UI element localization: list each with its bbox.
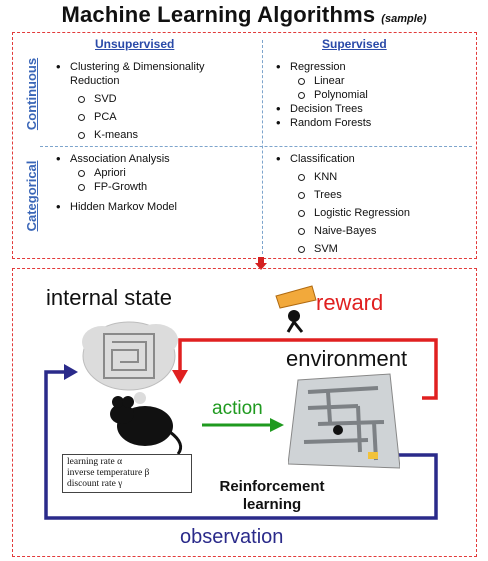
thought-bubble-icon [82, 321, 178, 414]
page-title: Machine Learning Algorithms (sample) [0, 2, 488, 28]
cell-categorical-supervised: Classification KNN Trees Logistic Regres… [268, 152, 473, 256]
param-discount-rate: discount rate γ [67, 479, 123, 489]
rat-icon [110, 396, 183, 455]
list-item: Apriori [48, 166, 248, 180]
ml-algorithms-table [12, 32, 477, 259]
rl-caption: Reinforcement learning [202, 478, 342, 514]
environment-label: environment [286, 346, 408, 371]
list-item: Linear [268, 74, 468, 88]
parameter-box: learning rate α inverse temperature β di… [62, 454, 192, 493]
action-label: action [212, 398, 263, 419]
list-item: Decision Trees [268, 102, 468, 116]
list-item: Polynomial [268, 88, 468, 102]
column-divider [262, 40, 263, 254]
down-arrow-icon [255, 257, 267, 270]
observation-label: observation [180, 526, 284, 548]
list-item: Classification [268, 152, 473, 166]
list-item: K-means [48, 128, 248, 142]
list-item: KNN [268, 170, 473, 184]
list-item: Association Analysis [48, 152, 248, 166]
param-inverse-temperature: inverse temperature β [67, 468, 150, 478]
cell-continuous-supervised: Regression Linear Polynomial Decision Tr… [268, 60, 468, 130]
title-main: Machine Learning Algorithms [61, 2, 376, 27]
column-header-supervised: Supervised [322, 37, 387, 51]
column-header-unsupervised: Unsupervised [95, 37, 175, 51]
internal-state-label: internal state [46, 285, 172, 310]
cheese-runner-icon [275, 285, 317, 333]
list-item: SVD [48, 92, 248, 106]
param-learning-rate: learning rate α [67, 457, 123, 467]
list-item: Naive-Bayes [268, 224, 473, 238]
list-item: FP-Growth [48, 180, 248, 194]
rl-caption-line1: Reinforcement [219, 478, 325, 495]
reinforcement-learning-diagram [12, 268, 477, 557]
list-item: PCA [48, 110, 248, 124]
maze-icon [288, 373, 400, 469]
list-item: SVM [268, 242, 473, 256]
list-item: Trees [268, 188, 473, 202]
list-item: Clustering & Dimensionality Reduction [48, 60, 248, 88]
reward-label: reward [316, 290, 384, 315]
list-item: Logistic Regression [268, 206, 473, 220]
title-sub: (sample) [381, 13, 427, 25]
list-item: Hidden Markov Model [48, 200, 248, 214]
row-divider [40, 146, 472, 147]
cell-continuous-unsupervised: Clustering & Dimensionality Reduction SV… [48, 60, 248, 142]
list-item: Random Forests [268, 116, 468, 130]
list-item: Regression [268, 60, 468, 74]
cell-categorical-unsupervised: Association Analysis Apriori FP-Growth H… [48, 152, 248, 214]
rl-caption-line2: learning [242, 496, 302, 513]
